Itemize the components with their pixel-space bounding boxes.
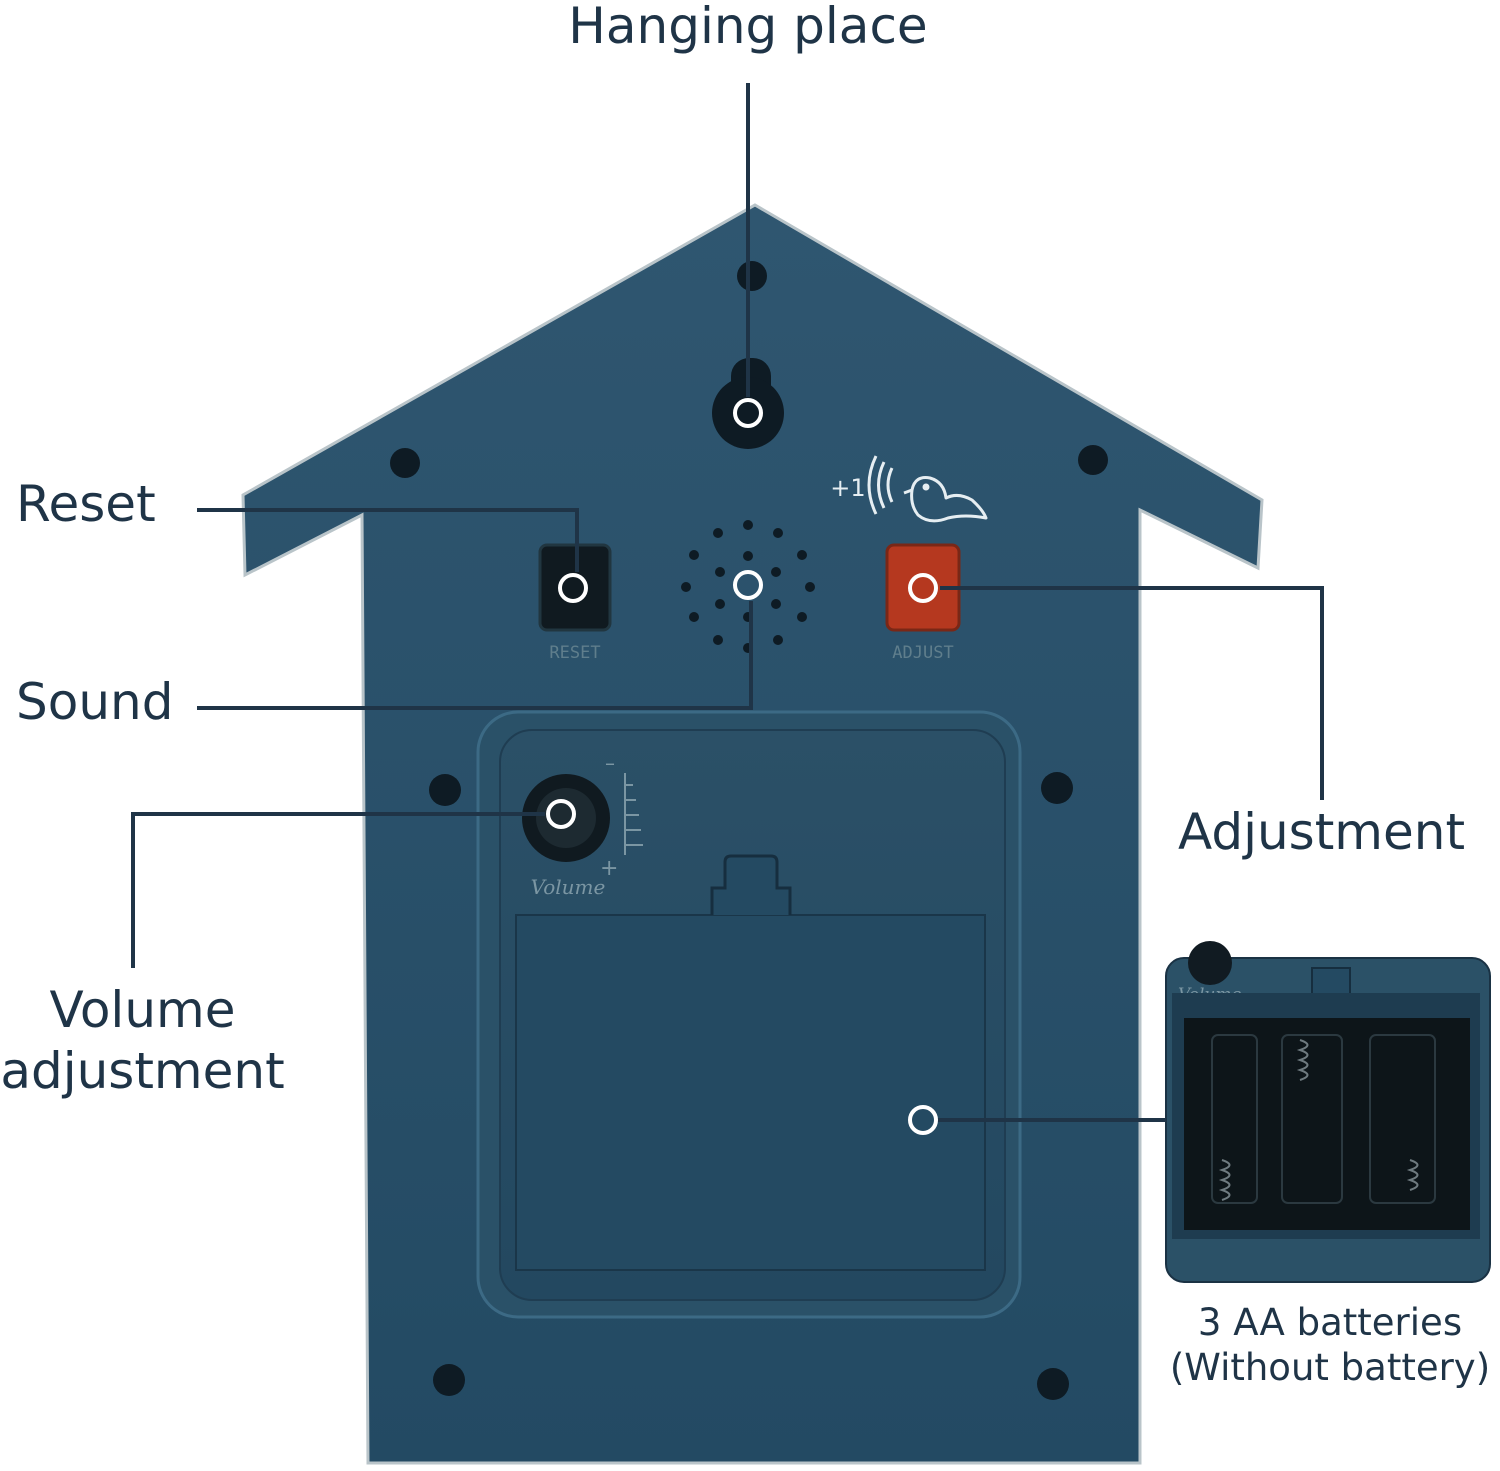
plus-one-label: +1 xyxy=(830,474,865,502)
volume-knob-label: Volume xyxy=(531,875,606,899)
speaker-grille-icon xyxy=(681,520,815,653)
battery-compartment-inset: Volume xyxy=(1165,941,1491,1283)
volume-scale-icon xyxy=(624,773,643,855)
bird-icon xyxy=(903,476,988,523)
volume-scale-minus: – xyxy=(605,751,615,775)
callout-markers xyxy=(546,398,938,1135)
callout-lines xyxy=(131,83,1324,1122)
batteries-caption-line1: 3 AA batteries xyxy=(1197,1301,1463,1344)
adjust-button: ADJUST xyxy=(885,543,961,663)
volume-adjustment-label: Volume adjustment xyxy=(0,980,285,1102)
volume-adjustment-line2: adjustment xyxy=(0,1042,285,1100)
sound-waves-icon xyxy=(867,455,894,515)
screw-holes xyxy=(390,261,1108,1400)
batteries-caption: 3 AA batteries (Without battery) xyxy=(1160,1300,1500,1390)
volume-scale-plus: + xyxy=(600,856,618,881)
battery-door xyxy=(476,710,1022,1319)
hanging-place-label: Hanging place xyxy=(568,0,928,55)
batteries-caption-line2: (Without battery) xyxy=(1169,1346,1491,1390)
volume-adjustment-line1: Volume xyxy=(49,981,236,1039)
sound-label: Sound xyxy=(16,673,174,731)
adjustment-label: Adjustment xyxy=(1178,803,1466,861)
reset-label: Reset xyxy=(16,475,156,533)
reset-button-label: RESET xyxy=(549,643,600,663)
adjust-button-label: ADJUST xyxy=(892,643,953,663)
